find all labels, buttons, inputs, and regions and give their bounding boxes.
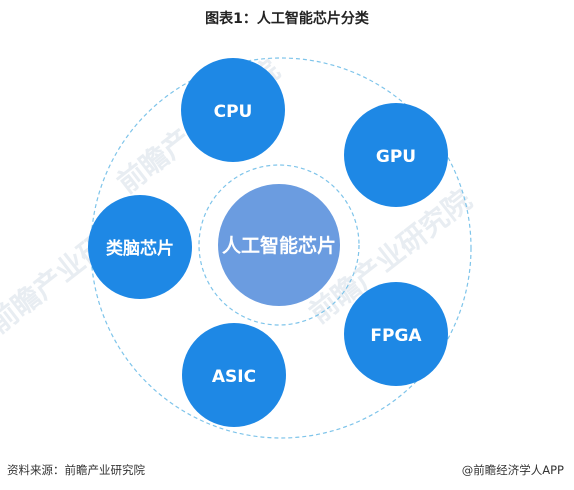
brand-note: @前瞻经济学人APP xyxy=(461,463,564,477)
inner-ring xyxy=(198,164,360,326)
source-note: 资料来源：前瞻产业研究院 xyxy=(7,463,145,477)
figure-title: 图表1：人工智能芯片分类 xyxy=(205,11,369,27)
node-fpga-label: FPGA xyxy=(370,326,422,346)
node-cpu xyxy=(181,58,285,162)
node-gpu xyxy=(344,103,448,207)
node-gpu-label: GPU xyxy=(376,147,416,167)
node-fpga xyxy=(344,282,448,386)
node-asic-label: ASIC xyxy=(212,367,256,387)
node-asic xyxy=(182,323,286,427)
node-brain-chip xyxy=(88,195,192,299)
center-label: 人工智能芯片 xyxy=(222,234,336,257)
node-brain-chip-label: 类脑芯片 xyxy=(106,238,174,259)
center-node xyxy=(218,184,340,306)
node-cpu-label: CPU xyxy=(214,102,253,122)
